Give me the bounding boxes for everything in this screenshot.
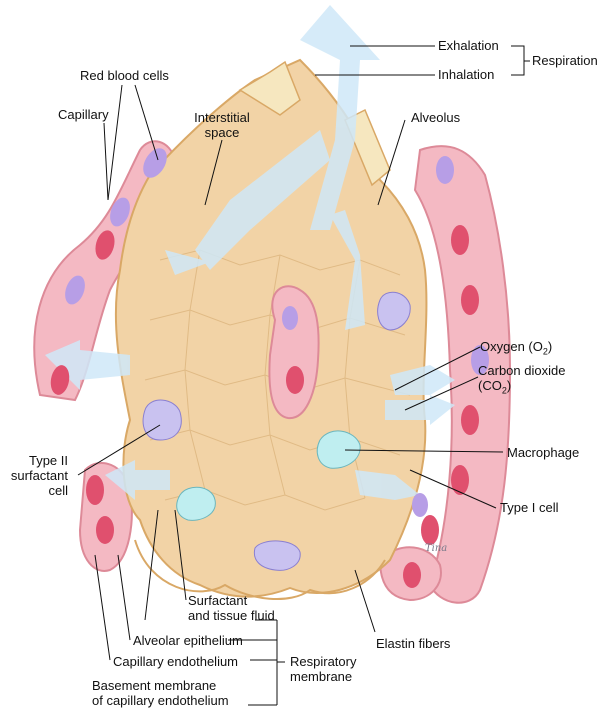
capillary-center <box>268 285 320 420</box>
label-oxygen: Oxygen (O2) <box>480 339 553 357</box>
capillary-right <box>413 145 512 604</box>
artist-signature: Tina <box>425 543 448 554</box>
label-elastin-fibers: Elastin fibers <box>376 636 451 651</box>
label-basement-membrane: Basement membrane of capillary endotheli… <box>92 678 229 708</box>
label-macrophage: Macrophage <box>507 445 580 460</box>
label-alveolus: Alveolus <box>411 110 461 125</box>
macrophages <box>176 430 361 521</box>
label-respiratory-membrane: Respiratory membrane <box>290 654 357 684</box>
label-alveolar-epithelium: Alveolar epithelium <box>133 633 243 648</box>
label-inhalation: Inhalation <box>438 67 495 82</box>
label-respiration: Respiration <box>532 53 598 68</box>
label-carbon-dioxide: Carbon dioxide (CO2) <box>478 363 566 396</box>
alveolus-tissue <box>114 58 428 601</box>
leader-lines <box>77 45 530 706</box>
air-arrows <box>45 5 455 500</box>
red-blood-cells <box>50 148 489 588</box>
label-exhalation: Exhalation <box>438 38 499 53</box>
label-red-blood-cells: Red blood cells <box>80 68 169 83</box>
bronchiole <box>238 60 391 187</box>
label-interstitial-space: Interstitial space <box>194 110 250 140</box>
label-surfactant-tissue-fluid: Surfactant and tissue fluid <box>188 593 275 623</box>
label-type-ii-surfactant-cell: Type II surfactant cell <box>10 453 68 498</box>
label-capillary: Capillary <box>58 107 109 122</box>
label-capillary-endothelium: Capillary endothelium <box>113 654 239 669</box>
label-type-i-cell: Type I cell <box>500 500 559 515</box>
